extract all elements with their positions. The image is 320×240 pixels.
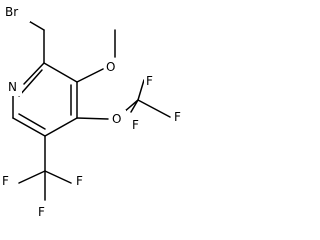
atom-f-cf3-bottom: F: [38, 205, 45, 219]
mask-f-bottom: [130, 116, 144, 134]
ring-bond-c5-c6: [12, 117, 46, 137]
atom-f-top: F: [146, 74, 153, 88]
bond-cf3-f-right2: [44, 170, 72, 184]
bond-c4-o-ether: [76, 117, 109, 120]
mask-o-methoxy: [104, 58, 120, 76]
bond-cf3-f-right: [137, 99, 171, 118]
mask-n: [4, 78, 22, 96]
bond-cf3-f-top: [137, 79, 145, 101]
atom-o-ether: O: [112, 112, 121, 126]
atom-o-methoxy: O: [106, 60, 115, 74]
ring-bond-n-c2: [23, 62, 45, 85]
bond-cf3-f-bottom: [130, 99, 139, 113]
ring-bond-n-c2-double: [18, 69, 43, 97]
mask-f-top: [144, 72, 158, 90]
atom-f-cf3-left: F: [2, 174, 9, 188]
mask-br: [2, 2, 30, 22]
ring-bond-c5-c6-double: [18, 113, 46, 130]
mask-f-cf3-right: [74, 172, 88, 190]
atom-f-right: F: [174, 110, 181, 124]
bond-cf3-f-left: [18, 170, 46, 184]
ring-bond-c2-c3: [43, 62, 78, 83]
atom-n: N: [8, 80, 17, 94]
mask-f-right: [172, 108, 186, 126]
chemical-structure: Br N O O F F F F F F: [0, 2, 186, 221]
mask-f-cf3-bottom: [36, 203, 50, 221]
atom-f-cf3-right: F: [76, 174, 83, 188]
atom-br: Br: [5, 5, 18, 19]
mask-f-cf3-left: [0, 172, 14, 190]
atom-f-bottom: F: [132, 118, 139, 132]
mask-o-ether: [110, 110, 126, 128]
bond-c3-o-methoxy: [76, 68, 104, 83]
ring-bond-c4-c5: [44, 117, 78, 137]
bond-o-cf3: [123, 99, 139, 113]
